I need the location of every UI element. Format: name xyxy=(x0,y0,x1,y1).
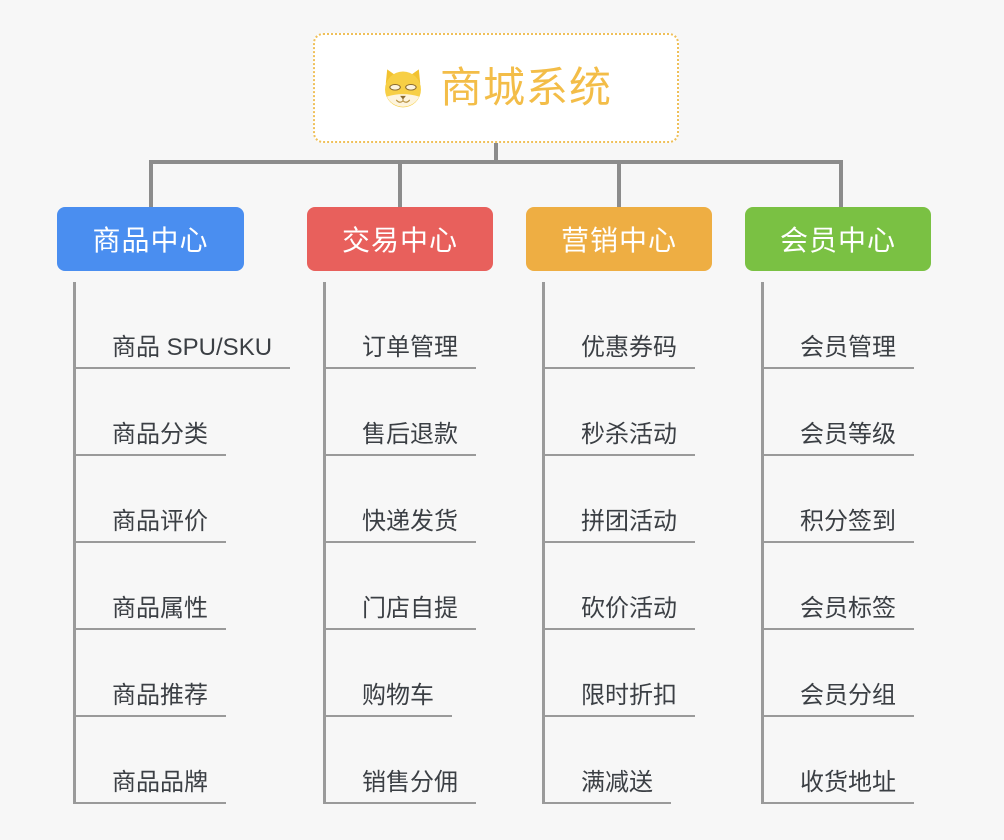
leaf-label: 优惠券码 xyxy=(545,334,695,369)
branch-header-2[interactable]: 交易中心 xyxy=(307,207,493,271)
leaf-label: 商品 SPU/SKU xyxy=(76,334,291,369)
leaf-label: 会员管理 xyxy=(764,334,914,369)
leaf-label: 订单管理 xyxy=(326,334,476,369)
leaf-label: 秒杀活动 xyxy=(545,421,695,456)
list-item[interactable]: 商品 SPU/SKU xyxy=(76,282,291,369)
leaf-label: 会员标签 xyxy=(764,595,914,630)
connector-drop-3 xyxy=(617,160,621,207)
leaf-label: 快递发货 xyxy=(326,508,476,543)
list-item[interactable]: 门店自提 xyxy=(326,543,493,630)
leaf-label: 门店自提 xyxy=(326,595,476,630)
branch-header-3[interactable]: 营销中心 xyxy=(526,207,712,271)
list-item[interactable]: 会员标签 xyxy=(764,543,931,630)
branch-items-2: 订单管理 售后退款 快递发货 门店自提 购物车 销售分佣 xyxy=(323,282,493,804)
leaf-label: 商品品牌 xyxy=(76,769,226,804)
list-item[interactable]: 会员等级 xyxy=(764,369,931,456)
leaf-label: 拼团活动 xyxy=(545,508,695,543)
leaf-label: 商品评价 xyxy=(76,508,226,543)
root-title: 商城系统 xyxy=(439,64,612,111)
leaf-label: 销售分佣 xyxy=(326,769,476,804)
branch-header-1[interactable]: 商品中心 xyxy=(57,207,244,271)
list-item[interactable]: 订单管理 xyxy=(326,282,493,369)
list-item[interactable]: 满减送 xyxy=(545,717,712,804)
list-item[interactable]: 秒杀活动 xyxy=(545,369,712,456)
leaf-label: 商品推荐 xyxy=(76,682,226,717)
connector-horizontal-bus xyxy=(149,160,843,164)
branch-column-3: 营销中心 优惠券码 秒杀活动 拼团活动 砍价活动 限时折扣 满减送 xyxy=(526,207,712,804)
leaf-label: 收货地址 xyxy=(764,769,914,804)
leaf-label: 售后退款 xyxy=(326,421,476,456)
branch-items-4: 会员管理 会员等级 积分签到 会员标签 会员分组 收货地址 xyxy=(761,282,931,804)
list-item[interactable]: 购物车 xyxy=(326,630,493,717)
branch-column-2: 交易中心 订单管理 售后退款 快递发货 门店自提 购物车 销售分佣 xyxy=(307,207,493,804)
list-item[interactable]: 限时折扣 xyxy=(545,630,712,717)
leaf-label: 会员等级 xyxy=(764,421,914,456)
list-item[interactable]: 优惠券码 xyxy=(545,282,712,369)
leaf-label: 满减送 xyxy=(545,769,671,804)
list-item[interactable]: 收货地址 xyxy=(764,717,931,804)
list-item[interactable]: 快递发货 xyxy=(326,456,493,543)
leaf-label: 会员分组 xyxy=(764,682,914,717)
shiba-dog-icon xyxy=(380,65,426,111)
list-item[interactable]: 商品属性 xyxy=(76,543,244,630)
list-item[interactable]: 售后退款 xyxy=(326,369,493,456)
list-item[interactable]: 商品评价 xyxy=(76,456,244,543)
leaf-label: 商品分类 xyxy=(76,421,226,456)
list-item[interactable]: 会员管理 xyxy=(764,282,931,369)
leaf-label: 积分签到 xyxy=(764,508,914,543)
leaf-label: 购物车 xyxy=(326,682,452,717)
list-item[interactable]: 商品分类 xyxy=(76,369,244,456)
list-item[interactable]: 拼团活动 xyxy=(545,456,712,543)
connector-drop-4 xyxy=(839,160,843,207)
connector-root-stem xyxy=(494,143,498,164)
leaf-label: 砍价活动 xyxy=(545,595,695,630)
connector-drop-1 xyxy=(149,160,153,207)
leaf-label: 限时折扣 xyxy=(545,682,695,717)
branch-items-3: 优惠券码 秒杀活动 拼团活动 砍价活动 限时折扣 满减送 xyxy=(542,282,712,804)
connector-drop-2 xyxy=(398,160,402,207)
list-item[interactable]: 销售分佣 xyxy=(326,717,493,804)
branch-column-1: 商品中心 商品 SPU/SKU 商品分类 商品评价 商品属性 商品推荐 商品品牌 xyxy=(57,207,291,804)
list-item[interactable]: 砍价活动 xyxy=(545,543,712,630)
leaf-label: 商品属性 xyxy=(76,595,226,630)
branch-column-4: 会员中心 会员管理 会员等级 积分签到 会员标签 会员分组 收货地址 xyxy=(745,207,931,804)
branch-header-4[interactable]: 会员中心 xyxy=(745,207,931,271)
list-item[interactable]: 商品推荐 xyxy=(76,630,244,717)
root-node[interactable]: 商城系统 xyxy=(313,33,679,143)
list-item[interactable]: 会员分组 xyxy=(764,630,931,717)
list-item[interactable]: 积分签到 xyxy=(764,456,931,543)
list-item[interactable]: 商品品牌 xyxy=(76,717,244,804)
branch-items-1: 商品 SPU/SKU 商品分类 商品评价 商品属性 商品推荐 商品品牌 xyxy=(73,282,291,804)
